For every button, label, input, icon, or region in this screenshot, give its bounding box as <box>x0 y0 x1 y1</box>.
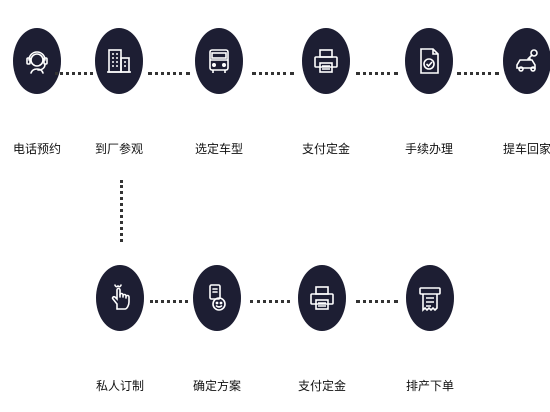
step-label: 提车回家 <box>502 142 550 156</box>
step-phone-booking: 电话预约 <box>0 28 82 158</box>
step-label: 排产下单 <box>405 379 454 393</box>
step-factory-visit: 到厂参观 <box>74 28 164 158</box>
step-node <box>95 28 143 94</box>
step-pay-deposit: 支付定金 <box>281 28 371 158</box>
step-pay-deposit-2: 支付定金 <box>277 265 367 395</box>
step-paperwork: 手续办理 <box>384 28 474 158</box>
step-node <box>195 28 243 94</box>
step-node <box>13 28 61 94</box>
step-node <box>96 265 144 331</box>
connector-3-4 <box>252 72 294 75</box>
step-label: 私人订制 <box>95 379 144 393</box>
step-label: 确定方案 <box>192 379 241 393</box>
step-production-order: 排产下单 <box>385 265 475 395</box>
step-node <box>298 265 346 331</box>
document-check-icon <box>420 48 439 74</box>
step-label: 支付定金 <box>301 142 350 156</box>
step-label: 手续办理 <box>404 142 453 156</box>
step-node <box>405 28 453 94</box>
connector-5-6 <box>457 72 499 75</box>
receipt-icon <box>419 287 441 312</box>
hand-pointer-icon <box>111 284 130 310</box>
step-label: 电话预约 <box>12 142 61 156</box>
car-key-icon <box>516 49 538 72</box>
connector-4-5 <box>356 72 398 75</box>
smiley-phone-icon <box>209 284 226 311</box>
step-node <box>193 265 241 331</box>
step-pickup-car: 提车回家 <box>482 28 550 158</box>
step-label: 选定车型 <box>194 142 243 156</box>
step-label: 支付定金 <box>297 379 346 393</box>
bus-icon <box>209 49 229 73</box>
step-node <box>302 28 350 94</box>
step-custom-order: 私人订制 <box>75 265 165 395</box>
connector-1-2 <box>55 72 93 75</box>
connector-r2-3-4 <box>356 300 398 303</box>
connector-vertical <box>120 180 123 242</box>
step-label: 到厂参观 <box>94 142 143 156</box>
step-confirm-plan: 确定方案 <box>172 265 262 395</box>
building-icon <box>107 49 131 73</box>
connector-r2-1-2 <box>150 300 188 303</box>
headset-icon <box>26 51 48 74</box>
printer-icon <box>314 49 338 73</box>
connector-r2-2-3 <box>250 300 290 303</box>
step-select-model: 选定车型 <box>174 28 264 158</box>
printer-icon <box>310 286 334 310</box>
step-node <box>406 265 454 331</box>
step-node <box>503 28 550 94</box>
connector-2-3 <box>148 72 190 75</box>
